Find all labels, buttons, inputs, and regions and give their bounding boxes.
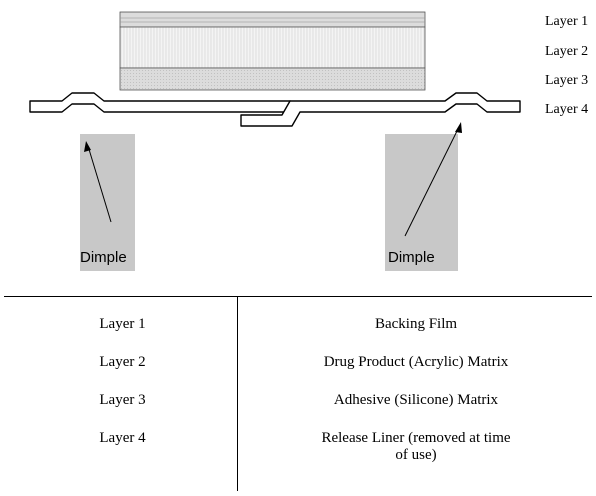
layer-description-table: Layer 1 Backing Film Layer 2 Drug Produc… <box>0 296 596 491</box>
cross-section-svg: Dimple Dimple <box>29 11 521 271</box>
table-cell-description-line2: of use) <box>395 447 437 463</box>
table-cell-description-line1: Release Liner (removed at time <box>321 430 511 446</box>
dimple-arrow-right <box>404 126 460 237</box>
table-top-rule <box>4 296 592 297</box>
table-cell-description: Drug Product (Acrylic) Matrix <box>323 354 509 370</box>
dimple-box-left <box>80 134 135 271</box>
dimple-label-left: Dimple <box>80 249 127 266</box>
dimple-label-right: Dimple <box>388 249 435 266</box>
layer-3-adhesive-matrix <box>119 67 426 91</box>
layer-2-drug-matrix <box>119 26 426 69</box>
table-cell-description: Adhesive (Silicone) Matrix <box>333 392 499 408</box>
layer-2-label: Layer 2 <box>545 44 589 59</box>
layer-1-label: Layer 1 <box>545 14 589 29</box>
arrowhead-left-icon <box>84 141 91 152</box>
table-cell-layer: Layer 2 <box>99 354 146 370</box>
release-liner-right <box>240 92 521 127</box>
table-cell-layer: Layer 1 <box>99 316 146 332</box>
table-cell-layer: Layer 3 <box>99 392 146 408</box>
dimple-arrow-left <box>87 145 112 223</box>
layer-4-label: Layer 4 <box>545 102 589 117</box>
layer-1-backing-film <box>119 11 426 28</box>
patch-cross-section-diagram: Dimple Dimple Layer 1 Layer 2 Layer 3 La… <box>29 11 589 271</box>
release-liner-left <box>29 92 291 113</box>
arrowhead-right-icon <box>455 122 462 133</box>
table-column-divider <box>237 296 238 491</box>
table-cell-description: Backing Film <box>374 316 458 332</box>
layer-3-label: Layer 3 <box>545 73 589 88</box>
table-cell-layer: Layer 4 <box>99 430 146 446</box>
